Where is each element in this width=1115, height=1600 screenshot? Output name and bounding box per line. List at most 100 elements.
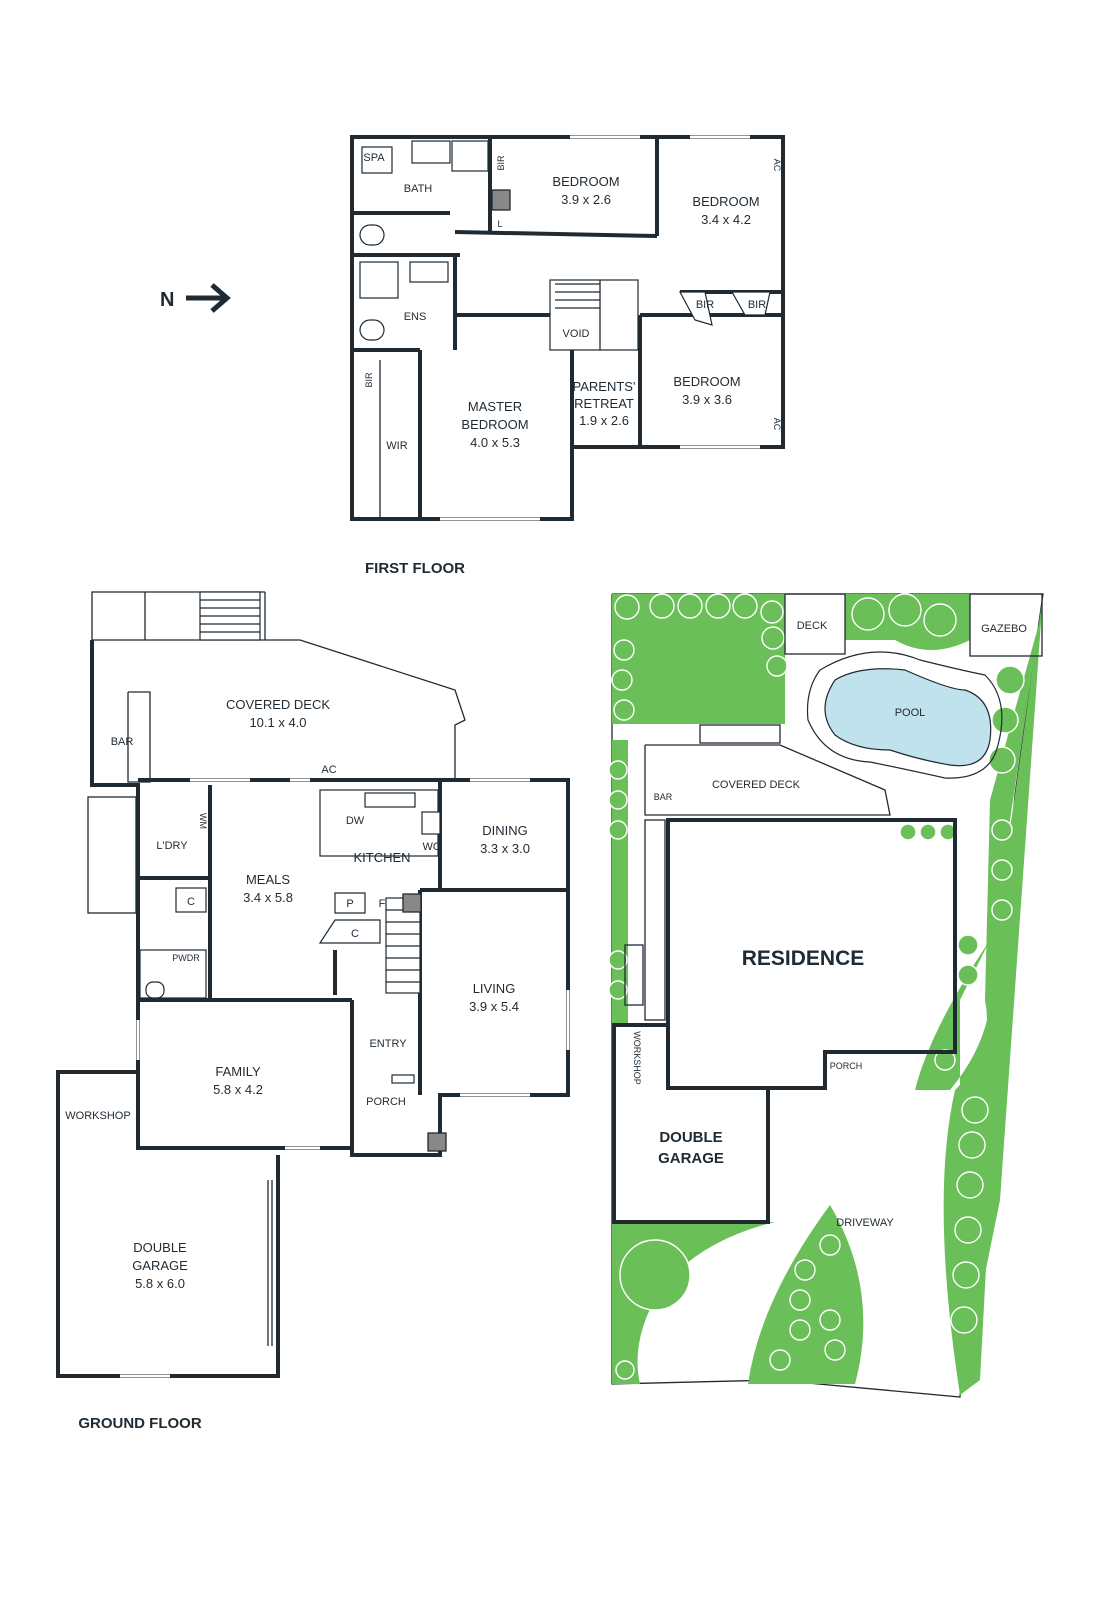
- garden-top-left: [612, 594, 785, 724]
- pool-label: POOL: [895, 707, 926, 719]
- shower-ens-icon: [359, 261, 399, 299]
- site-deck: [784, 593, 846, 655]
- master-bedroom-size: 4.0 x 5.3: [470, 435, 520, 450]
- cooktop-icon: [421, 811, 441, 835]
- site-garage: [612, 1023, 770, 1224]
- first-floor-windows: [440, 135, 760, 521]
- bedroom-2-name: BEDROOM: [692, 194, 759, 209]
- ground-floor-windows: [120, 778, 570, 1378]
- site-gazebo-label: GAZEBO: [981, 623, 1027, 635]
- garage-size: 5.8 x 6.0: [135, 1276, 185, 1291]
- north-compass: N: [160, 283, 231, 313]
- bar-label: BAR: [111, 736, 134, 748]
- bedroom-3-name: BEDROOM: [673, 374, 740, 389]
- side-ramp: [87, 796, 137, 914]
- toilet-icon-gf: [145, 981, 165, 999]
- linen-label: L: [497, 219, 502, 229]
- site-workshop-label: WORKSHOP: [632, 1031, 642, 1085]
- driveway-label: DRIVEWAY: [836, 1217, 894, 1229]
- kitchen-label: KITCHEN: [353, 850, 410, 865]
- bir-mid-label: BIR: [364, 372, 374, 388]
- cupboard-1-label: C: [187, 896, 195, 908]
- ac-label: AC: [321, 764, 336, 776]
- master-bedroom-line2: BEDROOM: [461, 417, 528, 432]
- residence-label: RESIDENCE: [742, 947, 865, 970]
- site-covered-deck-label: COVERED DECK: [712, 779, 801, 791]
- dining-name: DINING: [482, 823, 528, 838]
- site-bar-label: BAR: [654, 792, 673, 802]
- workshop-label: WORKSHOP: [65, 1110, 130, 1122]
- bath-label: BATH: [404, 183, 433, 195]
- deck-stairs: [199, 591, 261, 641]
- wm-label: WM: [198, 813, 208, 829]
- cupboard-c1: [175, 887, 207, 913]
- ens-label: ENS: [404, 311, 427, 323]
- bir-right-label: BIR: [748, 299, 766, 311]
- family-size: 5.8 x 4.2: [213, 1082, 263, 1097]
- dining-size: 3.3 x 3.0: [480, 841, 530, 856]
- bedroom-3-size: 3.9 x 3.6: [682, 392, 732, 407]
- wir-label: WIR: [386, 440, 407, 452]
- site-porch-label: PORCH: [830, 1061, 863, 1071]
- master-bedroom-line1: MASTER: [468, 399, 522, 414]
- first-floor-fixtures: [359, 140, 771, 519]
- toilet-icon-ens: [359, 319, 385, 341]
- covered-deck-size: 10.1 x 4.0: [249, 715, 306, 730]
- fridge-label: F: [379, 898, 386, 910]
- site-trees: [608, 593, 1025, 1380]
- garage-wall: [56, 1070, 280, 1378]
- ground-floor-plan: COVERED DECK 10.1 x 4.0 BAR AC WM L'DRY …: [56, 591, 570, 1432]
- bedroom-1-size: 3.9 x 2.6: [561, 192, 611, 207]
- toilet-icon: [359, 224, 385, 246]
- site-deck-label: DECK: [797, 620, 828, 632]
- dw-label: DW: [346, 815, 365, 827]
- ground-floor-fixtures: [139, 789, 447, 1152]
- north-arrow-icon: [186, 283, 231, 313]
- first-floor-title: FIRST FLOOR: [365, 560, 465, 577]
- meals-name: MEALS: [246, 872, 290, 887]
- basin-icon: [411, 140, 451, 164]
- porch-label: PORCH: [366, 1096, 406, 1108]
- bedroom-2-size: 3.4 x 4.2: [701, 212, 751, 227]
- ac-top-label: AC: [772, 159, 782, 172]
- ground-floor-title: GROUND FLOOR: [78, 1415, 201, 1432]
- covered-deck-outline: [91, 591, 466, 780]
- void-label: VOID: [563, 328, 590, 340]
- cupboard-2-label: C: [351, 928, 359, 940]
- garage-line2: GARAGE: [132, 1258, 188, 1273]
- shower-icon: [451, 140, 489, 172]
- pool-shape: [824, 668, 992, 767]
- site-plan: DECK GAZEBO POOL COVERED DECK BAR RESIDE…: [608, 593, 1044, 1398]
- ground-floor-outer-wall: [90, 640, 570, 1157]
- bir-left-label: BIR: [696, 299, 714, 311]
- bir-top-label: BIR: [496, 155, 506, 171]
- parents-retreat-line1: PARENTS': [573, 379, 636, 394]
- site-gazebo: [969, 593, 1043, 657]
- first-floor-plan: SPA BATH BIR L BEDROOM 3.9 x 2.6 BEDROOM…: [350, 135, 785, 577]
- covered-deck-name: COVERED DECK: [226, 697, 330, 712]
- compass-label: N: [160, 289, 174, 311]
- entry-label: ENTRY: [369, 1038, 407, 1050]
- site-garage-line1: DOUBLE: [659, 1129, 722, 1146]
- parents-retreat-size: 1.9 x 2.6: [579, 413, 629, 428]
- sink-icon: [364, 792, 416, 808]
- bedroom-1-name: BEDROOM: [552, 174, 619, 189]
- pantry-label: P: [346, 898, 353, 910]
- site-garage-line2: GARAGE: [658, 1150, 724, 1167]
- wo-label: WO: [423, 841, 442, 853]
- meals-size: 3.4 x 5.8: [243, 890, 293, 905]
- ac-bottom-label: AC: [772, 418, 782, 431]
- basin-ens-icon: [409, 261, 449, 283]
- family-name: FAMILY: [215, 1064, 261, 1079]
- living-name: LIVING: [473, 981, 516, 996]
- garage-line1: DOUBLE: [133, 1240, 187, 1255]
- spa-bath-icon: [361, 146, 393, 174]
- living-size: 3.9 x 5.4: [469, 999, 519, 1014]
- powder-label: PWDR: [172, 953, 200, 963]
- spa-label: SPA: [363, 152, 385, 164]
- site-covered-deck: [644, 744, 891, 816]
- garden-right-strip: [943, 620, 1040, 1395]
- laundry-label: L'DRY: [156, 840, 188, 852]
- parents-retreat-line2: RETREAT: [574, 396, 634, 411]
